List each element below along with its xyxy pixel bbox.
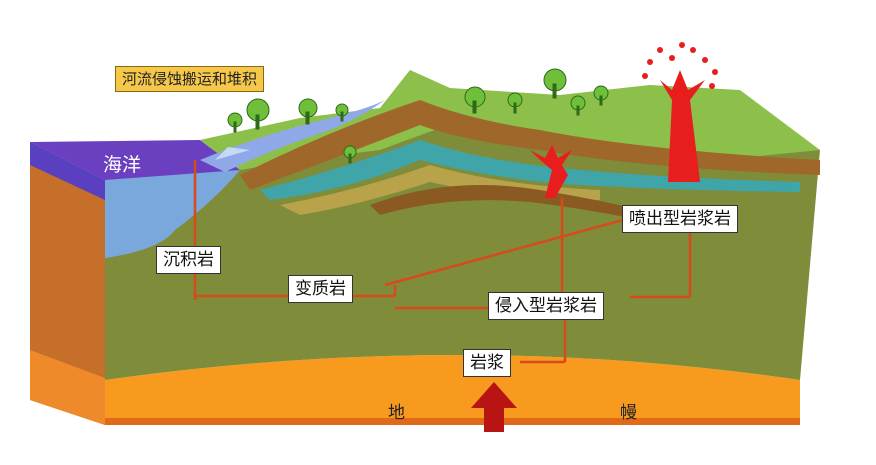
tree-icon (227, 68, 609, 164)
magma-up-arrow (471, 382, 517, 432)
ocean-top (30, 140, 240, 180)
metamorphic-rock-label: 变质岩 (288, 275, 353, 303)
title-label: 河流侵蚀搬运和堆积 (115, 66, 265, 92)
eruption-icon (642, 42, 718, 89)
mantle-label-right: 幔 (620, 403, 637, 423)
magma-label: 岩浆 (463, 349, 511, 377)
volcano-conduit (660, 70, 705, 182)
ocean-label: 海洋 (103, 154, 142, 176)
block-side-mantle (30, 350, 105, 425)
strata-teal (260, 140, 800, 200)
intrusive-igneous-label: 侵入型岩浆岩 (488, 292, 604, 320)
sedimentary-rock-label: 沉积岩 (156, 246, 221, 274)
river (200, 100, 385, 172)
extrusive-igneous-label: 喷出型岩浆岩 (622, 205, 738, 233)
mantle-layer (105, 355, 800, 425)
strata-brown-2 (370, 185, 640, 218)
intrusive-magma (530, 145, 572, 198)
mantle-label-left: 地 (388, 403, 405, 423)
block-side-ocean (30, 142, 105, 200)
river-arrow (215, 147, 250, 160)
strata-brown-1 (240, 100, 820, 190)
block-side-face (30, 142, 105, 425)
mantle-bottom-band (105, 418, 800, 425)
